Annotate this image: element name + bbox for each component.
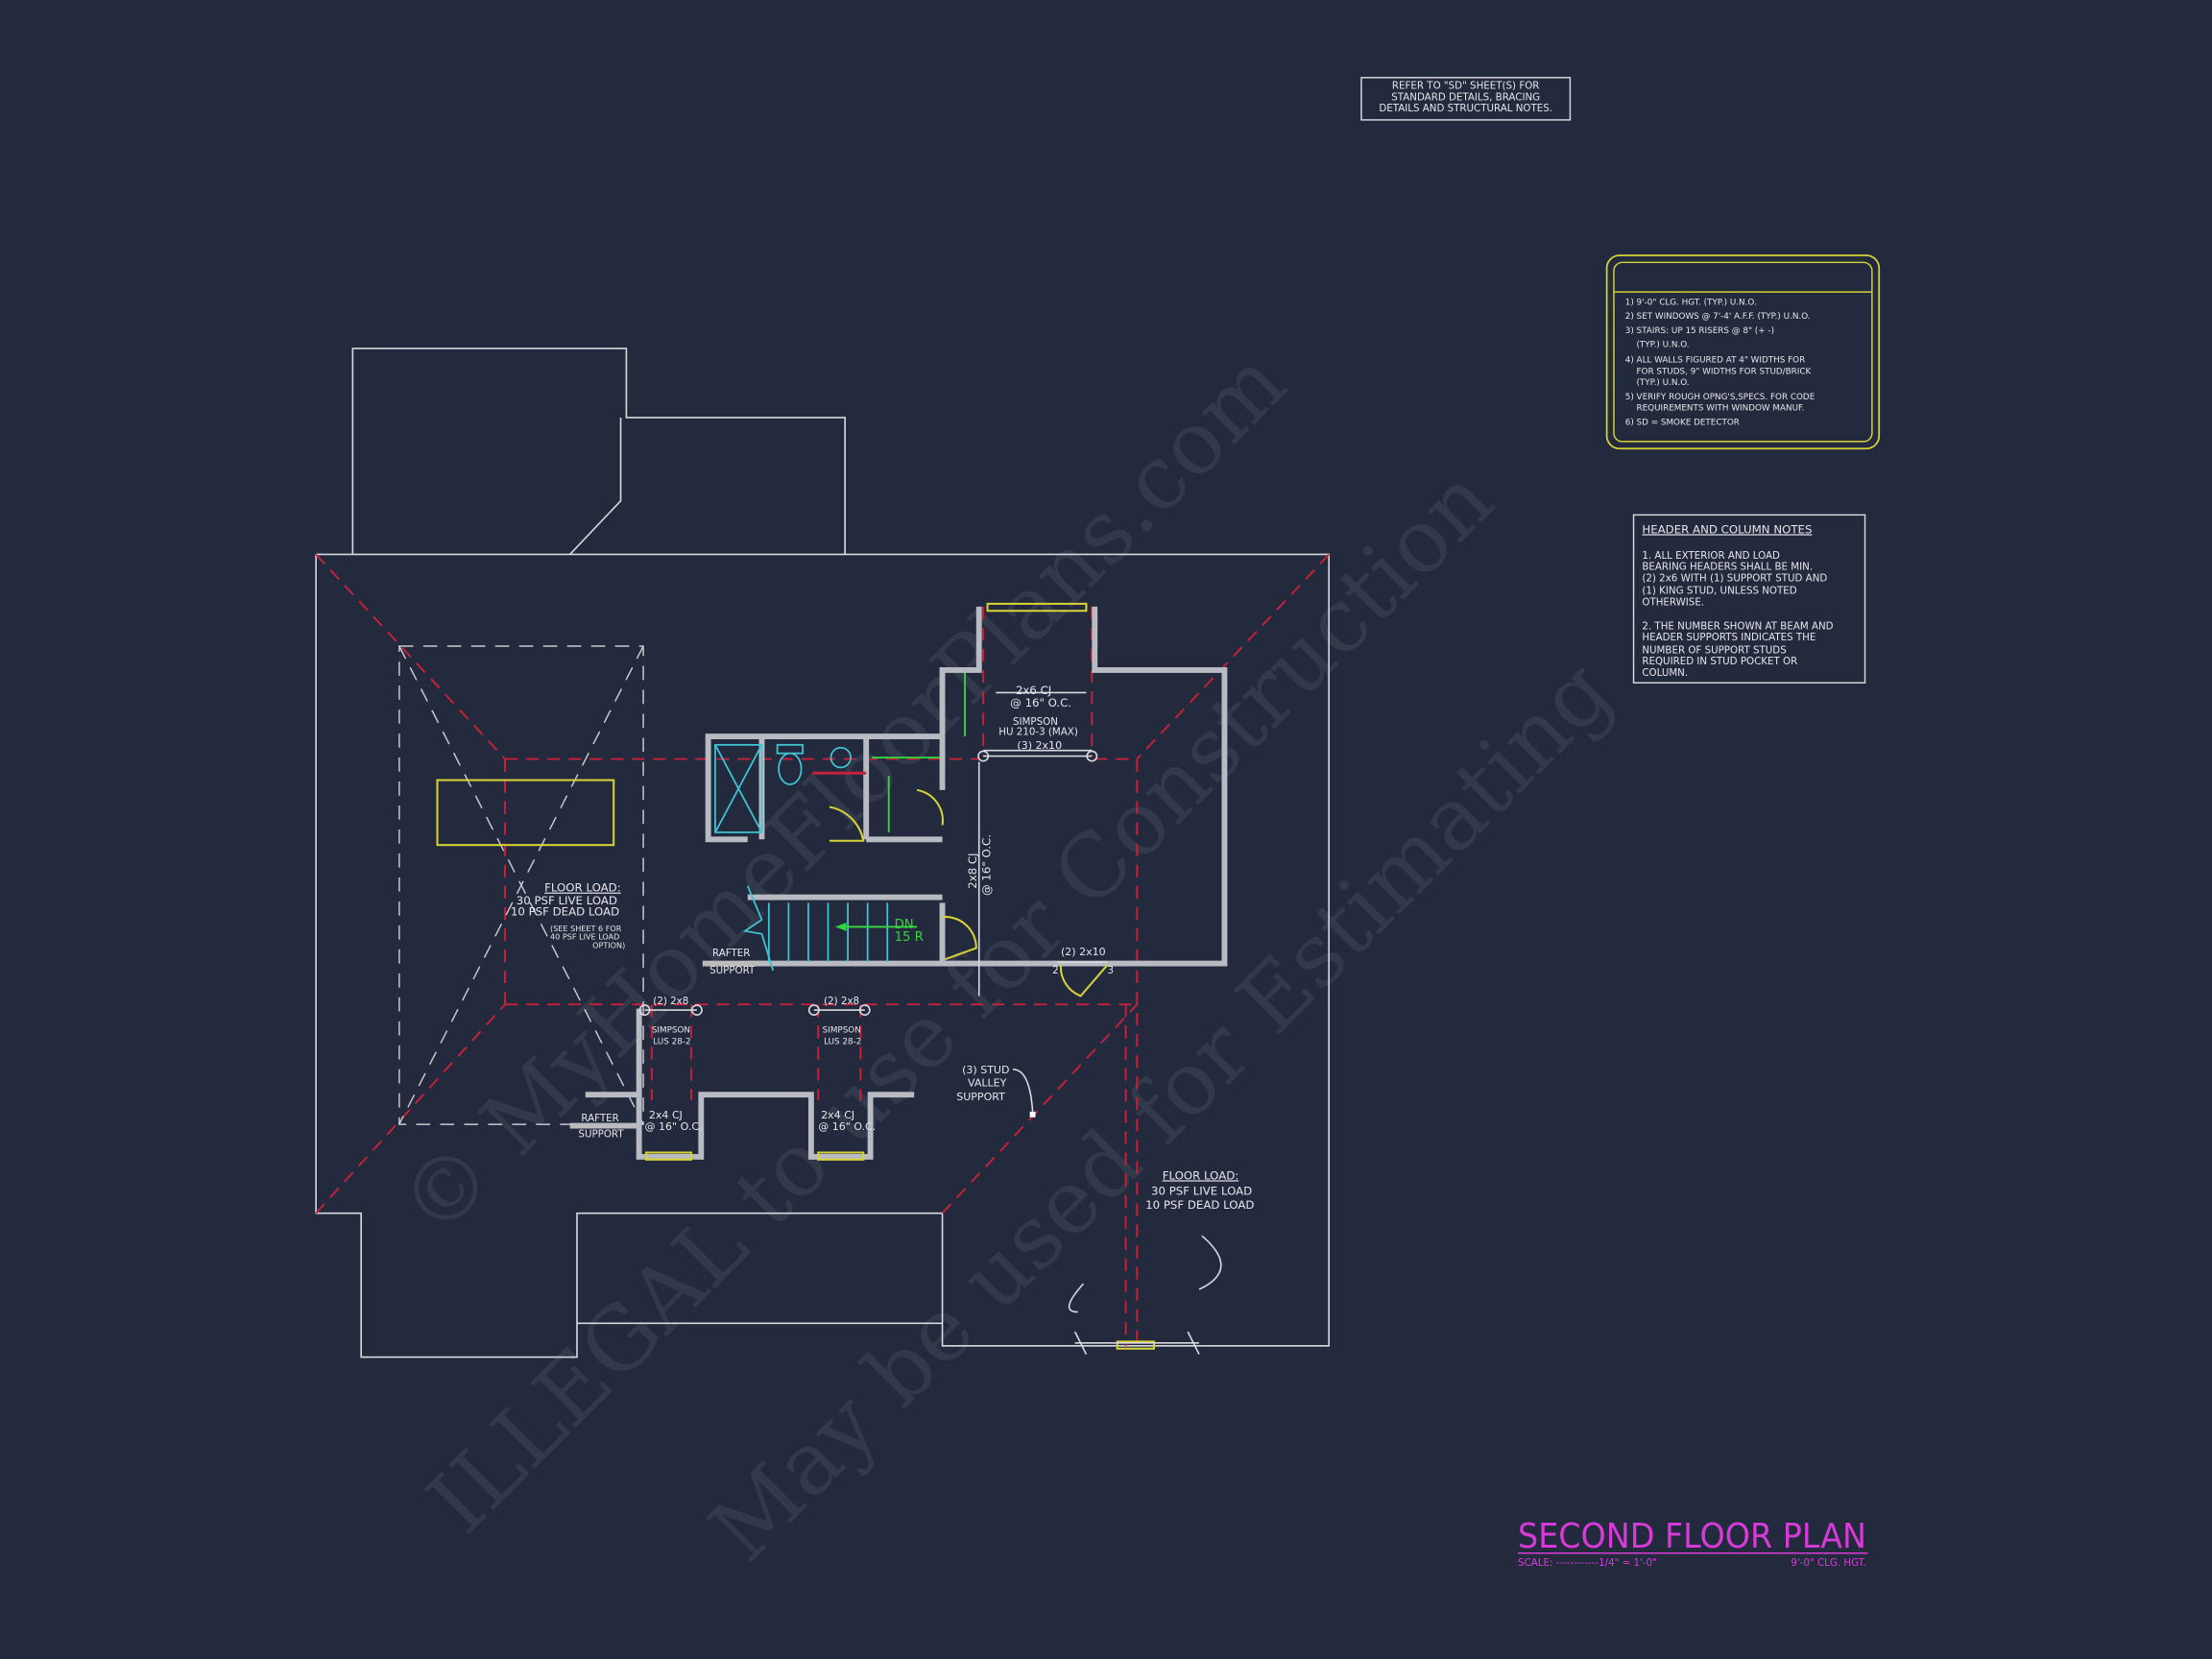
- ceiling-height-label: 9'-0" CLG. HGT.: [1791, 1557, 1866, 1569]
- plan-label: 6) SD = SMOKE DETECTOR: [1625, 418, 1740, 427]
- refer-note: REFER TO "SD" SHEET(S) FOR STANDARD DETA…: [1360, 77, 1572, 121]
- roof-outline: [315, 348, 1330, 1358]
- stair-dn-label: DN: [895, 918, 914, 932]
- walls: [585, 602, 1228, 1355]
- plan-label: LUS 28-2: [824, 1037, 861, 1046]
- plan-label: (2) 2x6 WITH (1) SUPPORT STUD AND: [1642, 572, 1827, 584]
- stair-risers-label: 15 R: [895, 930, 924, 945]
- plan-label: LUS 28-2: [653, 1037, 690, 1046]
- plan-label: (TYP.) U.N.O.: [1636, 340, 1689, 349]
- plan-label: 2: [1052, 965, 1059, 976]
- plan-label: 4) ALL WALLS FIGURED AT 4" WIDTHS FOR: [1625, 356, 1805, 366]
- plan-label: FOR STUDS, 9" WIDTHS FOR STUD/BRICK: [1636, 367, 1811, 376]
- plan-label: HEADER SUPPORTS INDICATES THE: [1642, 632, 1815, 643]
- plan-label: SIMPSON: [823, 1026, 861, 1036]
- sink: [830, 746, 852, 769]
- plan-label: (1) KING STUD, UNLESS NOTED: [1642, 586, 1796, 597]
- plan-label: 40 PSF LIVE LOAD: [550, 932, 619, 942]
- plan-label: COLUMN.: [1642, 667, 1688, 679]
- plan-label: 2. THE NUMBER SHOWN AT BEAM AND: [1642, 620, 1833, 632]
- attic-area: [398, 645, 644, 1125]
- plan-label: (SEE SHEET 6 FOR: [550, 924, 622, 933]
- plan-label: 1) 9'-0" CLG. HGT. (TYP.) U.N.O.: [1625, 298, 1757, 307]
- bathroom-fixtures: [714, 672, 1109, 998]
- plan-label: 2x6 CJ: [1016, 684, 1051, 697]
- plan-label: BEARING HEADERS SHALL BE MIN.: [1642, 562, 1813, 573]
- plan-label: REQUIREMENTS WITH WINDOW MANUF.: [1636, 404, 1804, 414]
- plan-label: 1. ALL EXTERIOR AND LOAD: [1642, 550, 1780, 562]
- plan-label: REQUIRED IN STUD POCKET OR: [1642, 656, 1797, 667]
- plan-label: RAFTER: [581, 1113, 618, 1124]
- plan-label: RAFTER: [712, 948, 750, 959]
- plan-label: REFER TO "SD" SHEET(S) FOR: [1392, 81, 1540, 92]
- plan-label: OPTION): [592, 940, 625, 950]
- plan-label: SUPPORT: [578, 1128, 624, 1140]
- plan-label: 2x4 CJ: [821, 1109, 854, 1121]
- plan-label: VALLEY: [968, 1076, 1007, 1089]
- plan-label: 3) STAIRS: UP 15 RISERS @ 8" (+ -): [1625, 326, 1774, 336]
- plan-label: 3: [1107, 965, 1114, 976]
- plan-label: SIMPSON: [652, 1026, 690, 1036]
- plan-label: FLOOR LOAD:: [544, 881, 620, 895]
- general-notes-box: 1) 9'-0" CLG. HGT. (TYP.) U.N.O. 2) SET …: [1605, 254, 1881, 450]
- plan-label: FLOOR LOAD:: [1163, 1168, 1239, 1182]
- attic-access: [436, 779, 615, 847]
- shower: [714, 743, 763, 833]
- header-column-notes: HEADER AND COLUMN NOTES 1. ALL EXTERIOR …: [1632, 514, 1866, 684]
- plan-label: @ 16" O.C.: [645, 1120, 703, 1133]
- plan-label: HEADER AND COLUMN NOTES: [1642, 522, 1812, 536]
- plan-label: OTHERWISE.: [1642, 596, 1704, 608]
- scale-label: SCALE: ------------1/4" = 1'-0": [1518, 1557, 1657, 1569]
- hip-lines: [315, 553, 1330, 1346]
- plan-label: @ 16" O.C.: [1010, 696, 1071, 709]
- plan-label: NUMBER OF SUPPORT STUDS: [1642, 644, 1786, 656]
- plan-label: (TYP.) U.N.O.: [1636, 378, 1689, 388]
- plan-label: 30 PSF LIVE LOAD: [517, 894, 617, 907]
- plan-label: SUPPORT: [956, 1091, 1005, 1103]
- plan-label: (3) STUD: [962, 1064, 1009, 1076]
- plan-label: 10 PSF DEAD LOAD: [511, 905, 619, 919]
- plan-label: 5) VERIFY ROUGH OPNG'S,SPECS. FOR CODE: [1625, 393, 1815, 402]
- stairs: DN 15 R: [742, 885, 924, 972]
- title-block: SECOND FLOOR PLAN SCALE: ------------1/4…: [1518, 1517, 1868, 1569]
- plan-label: (2) 2x8: [824, 996, 859, 1007]
- plan-label: @ 16" O.C.: [818, 1120, 876, 1133]
- plan-label: 10 PSF DEAD LOAD: [1145, 1198, 1254, 1212]
- plan-label: SUPPORT: [709, 965, 756, 976]
- plan-label: DETAILS AND STRUCTURAL NOTES.: [1379, 103, 1552, 114]
- plan-label: SIMPSON: [1013, 716, 1058, 728]
- structural-annotations: 2x6 CJ @ 16" O.C. SIMPSON HU 210-3 (MAX)…: [511, 684, 1254, 1313]
- plan-label: HU 210-3 (MAX): [998, 727, 1078, 738]
- plan-label: 2x8 CJ: [966, 853, 979, 888]
- plan-label: STANDARD DETAILS, BRACING: [1391, 91, 1540, 103]
- plan-label: (2) 2x8: [653, 996, 688, 1007]
- plan-label: 2) SET WINDOWS @ 7'-4' A.F.F. (TYP.) U.N…: [1625, 312, 1811, 322]
- plan-label: (3) 2x10: [1017, 739, 1062, 752]
- plan-label: 2x4 CJ: [649, 1109, 683, 1121]
- plan-label: (2) 2x10: [1061, 946, 1106, 958]
- sheet-title: SECOND FLOOR PLAN: [1518, 1517, 1866, 1556]
- plan-label: @ 16" O.C.: [980, 834, 994, 896]
- plan-label: 30 PSF LIVE LOAD: [1151, 1185, 1252, 1198]
